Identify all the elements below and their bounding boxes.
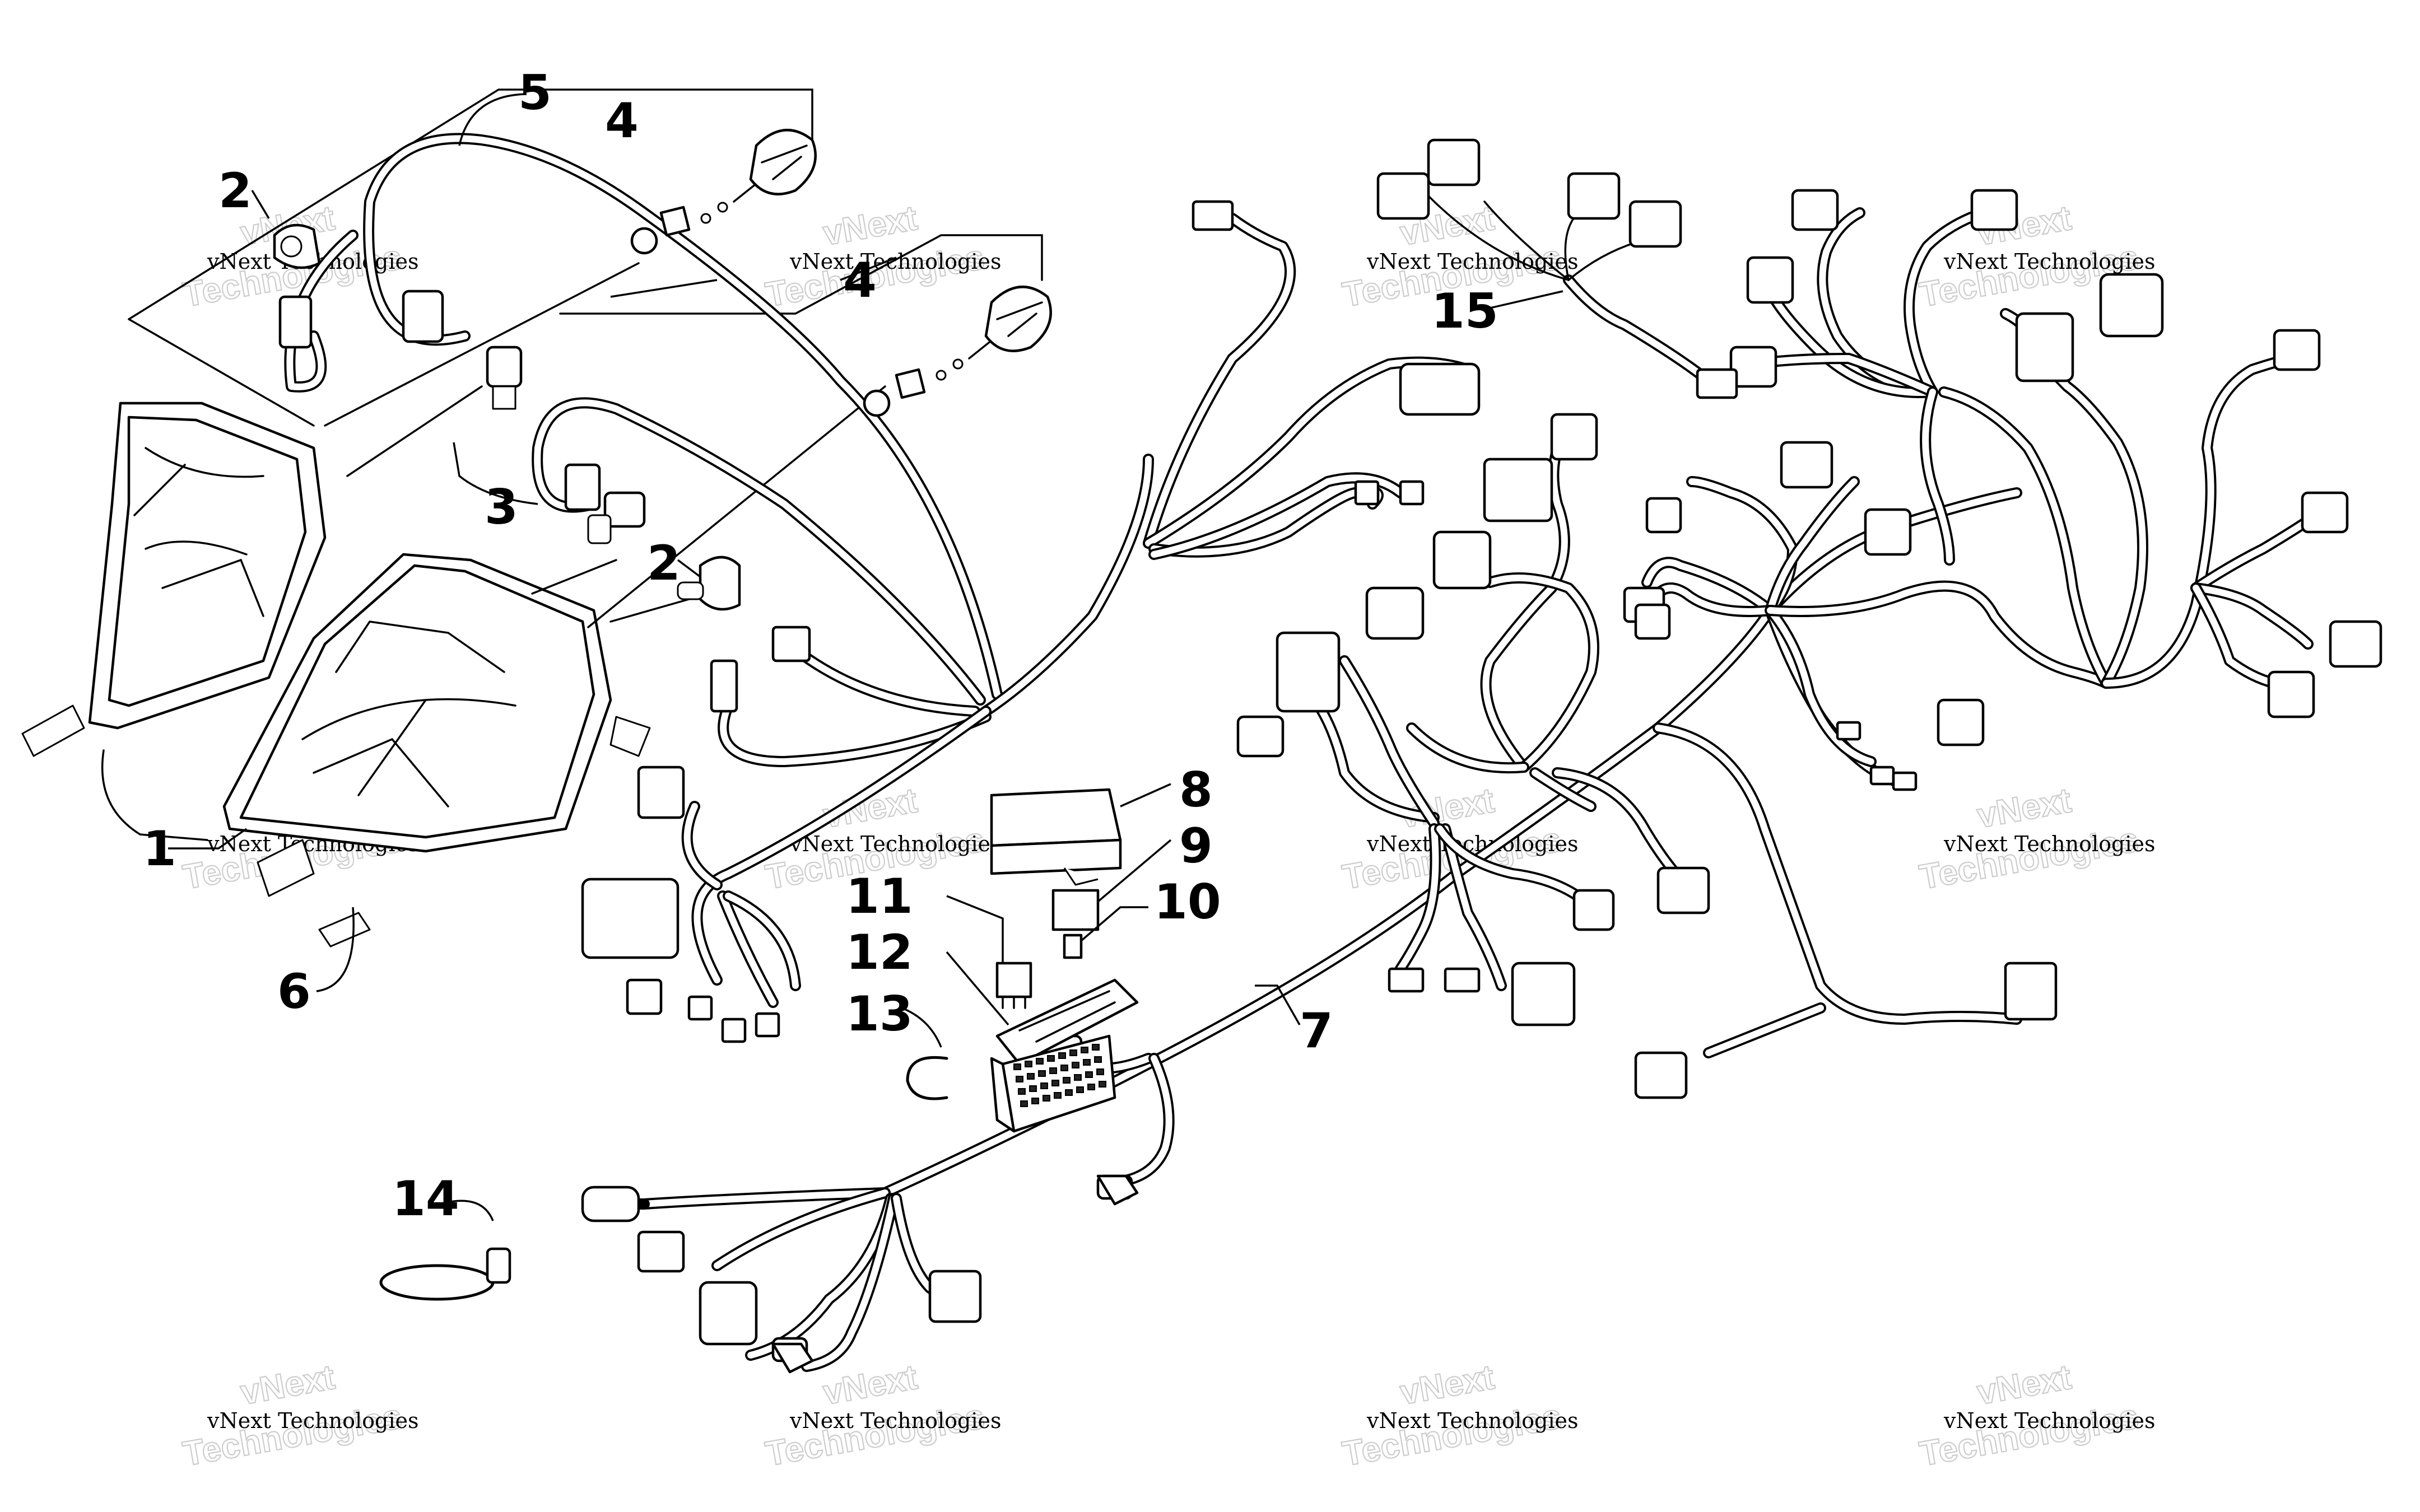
watermark-brand: vNext	[1974, 781, 2074, 836]
callout-5: 5	[518, 65, 552, 121]
ring-terminal	[771, 1174, 1139, 1374]
fuse-slot	[1036, 1058, 1044, 1065]
callout-12: 12	[846, 925, 913, 981]
fuse-slot	[1094, 1056, 1102, 1063]
relay-small	[1051, 889, 1100, 931]
fuse-slot	[1043, 1095, 1050, 1102]
fuse-slot	[1051, 1080, 1059, 1086]
fuse-slot	[1049, 1067, 1057, 1074]
watermark-caption: vNext Technologies	[1943, 249, 2155, 274]
watermark-caption: vNext Technologies	[789, 832, 1001, 856]
callout-4-upper: 4	[605, 93, 639, 149]
watermark-caption: vNext Technologies	[1366, 1408, 1578, 1433]
fuse-slot	[1083, 1059, 1091, 1066]
callout-10: 10	[1154, 874, 1221, 930]
fuse-slot	[1025, 1061, 1032, 1067]
fuse-slot	[1063, 1077, 1071, 1084]
watermark-caption: vNext Technologies	[1943, 1408, 2155, 1433]
watermark-brand: vNext	[238, 1358, 337, 1412]
callout-15: 15	[1431, 283, 1498, 339]
fuse-slot	[1016, 1076, 1023, 1082]
watermark-brand: vNext	[1974, 1358, 2074, 1412]
watermark-caption: vNext Technologies	[1943, 832, 2155, 856]
headlight-right	[222, 553, 651, 897]
fuse-slot	[1013, 1063, 1021, 1070]
explode-lines	[128, 88, 1043, 628]
fuse-slot	[1040, 1082, 1048, 1089]
watermark-brand: vNext	[820, 1358, 920, 1412]
fuse-block	[990, 1034, 1116, 1133]
callout-4-lower: 4	[843, 253, 877, 309]
mount-pad	[318, 912, 371, 948]
leader-lines	[168, 93, 1563, 1221]
fuse-slot	[1020, 1100, 1028, 1107]
callout-7: 7	[1300, 1003, 1333, 1059]
fuse-slot	[1027, 1073, 1035, 1080]
retaining-ring	[906, 1056, 948, 1100]
headlight-bulb	[486, 346, 646, 544]
relay-box	[990, 788, 1122, 886]
fuse-label-card	[995, 978, 1139, 1066]
tie-strap	[379, 1247, 511, 1301]
bulb-harness	[278, 133, 1003, 767]
callout-9: 9	[1179, 818, 1213, 874]
bulb-socket-upper	[273, 223, 321, 269]
fuse-slot	[1072, 1062, 1079, 1068]
fuse-slot	[1092, 1044, 1100, 1051]
fuse-slot	[1038, 1070, 1046, 1077]
fuse-slot	[1058, 1052, 1066, 1059]
callout-8: 8	[1179, 762, 1213, 818]
callout-2-upper: 2	[218, 163, 252, 219]
fuse-slot	[1099, 1081, 1106, 1088]
fuse-slot	[1076, 1086, 1084, 1093]
fuse-slot	[1081, 1047, 1088, 1053]
callout-13: 13	[846, 986, 913, 1042]
fuse-slot	[1031, 1098, 1039, 1104]
watermark-caption: vNext Technologies	[789, 249, 1001, 274]
fuse-slot	[1085, 1071, 1093, 1078]
fuse	[1063, 934, 1083, 959]
relay-mini	[995, 962, 1032, 1009]
watermark-caption: vNext Technologies	[789, 1408, 1001, 1433]
callout-11: 11	[846, 869, 913, 925]
fuse-slot	[1047, 1055, 1055, 1062]
callout-6: 6	[277, 964, 311, 1020]
callout-2-lower: 2	[647, 535, 681, 591]
fuse-slot	[1096, 1068, 1104, 1075]
fuse-slot	[1029, 1085, 1037, 1092]
watermark-brand: vNext	[1397, 1358, 1497, 1412]
watermark-caption: vNext Technologies	[1366, 832, 1578, 856]
watermark-caption: vNext Technologies	[207, 1408, 418, 1433]
fuse-slot	[1054, 1092, 1062, 1099]
callout-14: 14	[392, 1171, 459, 1227]
fuse-slot	[1069, 1049, 1077, 1056]
connectors	[581, 138, 2382, 1362]
watermark-caption: vNext Technologies	[1366, 249, 1578, 274]
watermark-brand: vNext	[820, 199, 920, 253]
adjuster-upper	[630, 129, 817, 255]
headlight-left	[21, 402, 327, 841]
fuse-slot	[1074, 1074, 1082, 1081]
fuse-slot	[1087, 1084, 1095, 1090]
adjuster-lower	[863, 286, 1052, 417]
fuse-slot	[1018, 1088, 1026, 1095]
fuse-slot	[1060, 1065, 1068, 1071]
fuse-slot	[1065, 1089, 1073, 1096]
bulb-socket-lower	[677, 556, 741, 611]
callout-3: 3	[485, 479, 518, 535]
callout-labels: 1 2 2 3 4 4 5 6 7 8 9 10 11 12 13 14 15	[143, 65, 1498, 1227]
callout-1: 1	[143, 821, 176, 877]
